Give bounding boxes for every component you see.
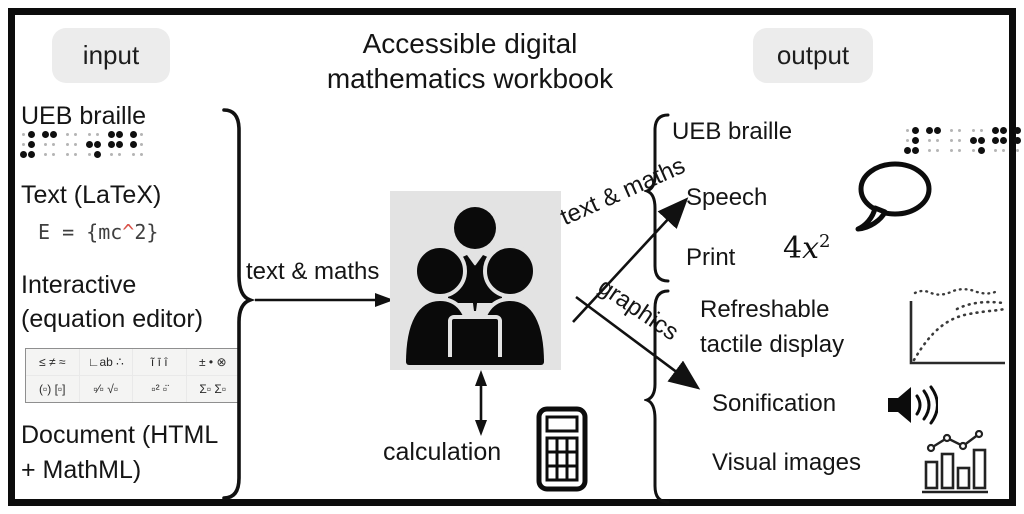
output-graphics-flow-arrow xyxy=(575,295,701,390)
calculation-label: calculation xyxy=(383,438,502,466)
title-line2: mathematics workbook xyxy=(326,63,614,94)
bar-chart-icon xyxy=(922,430,988,494)
print-math-coeff: 4 xyxy=(783,231,803,266)
input-interactive-label-line1: Interactive xyxy=(21,271,137,299)
toolbar-cell-scripts: ▫² ▫̈ xyxy=(133,376,186,402)
speaker-icon xyxy=(888,385,938,425)
input-document-label-line2: + MathML) xyxy=(21,456,142,484)
output-graphics-group-brace xyxy=(644,289,670,504)
input-flow-label: text & maths xyxy=(246,258,380,285)
input-interactive-label-line2: (equation editor) xyxy=(21,305,204,333)
toolbar-cell-spacing: ∟ab ∴ xyxy=(79,349,132,375)
input-ueb-label: UEB braille xyxy=(21,102,147,130)
toolbar-cell-relations: ≤ ≠ ≈ xyxy=(26,349,79,375)
input-flow-arrow xyxy=(255,293,394,307)
calculation-flow-arrow xyxy=(475,370,487,436)
print-math-sample: 4x2 xyxy=(783,231,830,266)
output-text-group-brace xyxy=(644,113,670,283)
output-tactile-label-line2: tactile display xyxy=(700,331,845,358)
toolbar-cell-sums: Σ▫ Σ▫ xyxy=(186,376,239,402)
page-title: Accessible digital mathematics workbook xyxy=(270,26,670,96)
input-latex-label: Text (LaTeX) xyxy=(21,181,162,209)
tactile-chart-icon xyxy=(909,288,1006,365)
toolbar-cell-brackets: (▫) [▫] xyxy=(26,376,79,402)
output-sonification-label: Sonification xyxy=(712,390,837,417)
outer-border xyxy=(8,8,1016,506)
latex-code-snippet: E = {mc^2} xyxy=(38,220,158,244)
output-text-flow-arrow xyxy=(572,197,689,323)
output-ueb-label: UEB braille xyxy=(672,118,793,145)
equation-editor-toolbar: ≤ ≠ ≈ ∟ab ∴ ĩ ī î ± • ⊗ (▫) [▫] ▫⁄▫ √▫ ▫… xyxy=(25,348,240,403)
toolbar-cell-fraction-root: ▫⁄▫ √▫ xyxy=(79,376,132,402)
input-group-brace xyxy=(222,108,256,500)
speech-bubble-icon xyxy=(855,161,932,232)
output-tactile-label-line1: Refreshable xyxy=(700,296,830,323)
input-section-label: input xyxy=(52,28,170,83)
input-document-label-line1: Document (HTML xyxy=(21,421,219,449)
print-math-variable: x xyxy=(802,231,820,266)
people-group-icon xyxy=(390,191,561,370)
input-braille-dots xyxy=(19,129,145,159)
title-line1: Accessible digital xyxy=(362,28,578,59)
latex-caret: ^ xyxy=(122,220,135,244)
output-braille-dots xyxy=(903,125,1024,155)
output-print-label: Print xyxy=(686,244,736,271)
latex-code-pre: E = {mc xyxy=(38,220,123,244)
toolbar-cell-operators: ± • ⊗ xyxy=(186,349,239,375)
toolbar-cell-accents: ĩ ī î xyxy=(133,349,186,375)
output-speech-label: Speech xyxy=(686,184,768,211)
output-section-label: output xyxy=(753,28,873,83)
latex-code-post: 2} xyxy=(134,220,159,244)
print-math-exponent: 2 xyxy=(819,231,831,252)
output-visual-label: Visual images xyxy=(712,449,861,476)
calculator-icon xyxy=(536,406,588,492)
